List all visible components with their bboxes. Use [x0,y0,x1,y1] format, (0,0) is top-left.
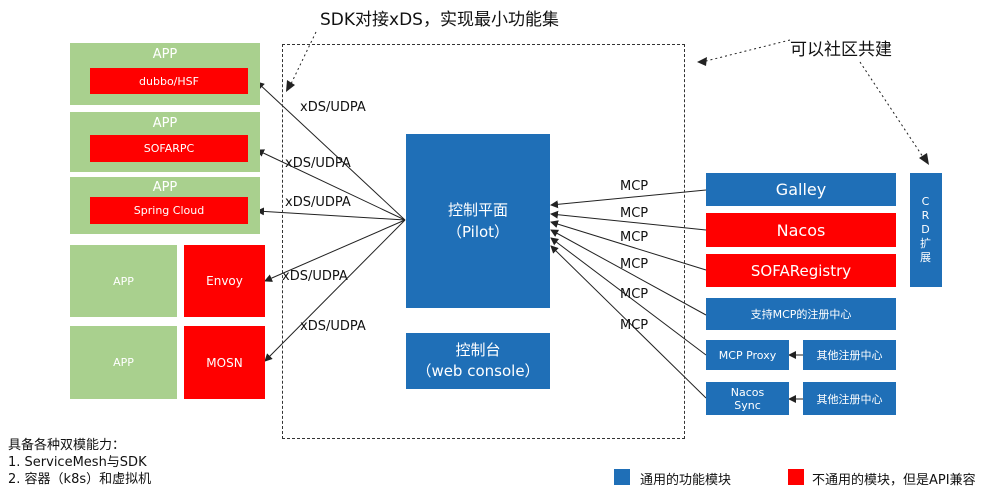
crd-extension: CRD扩展 [910,173,942,287]
web-console: 控制台 （web console） [406,333,550,389]
notes-heading: 具备各种双模能力： [8,438,126,453]
legend-swatch-uncommon [788,469,804,485]
mcp-arrow-galley [550,189,707,209]
callout-arrowhead-community [697,57,707,66]
callout-community: 可以社区共建 [790,40,892,60]
mcp-arrow-nacos [550,210,707,231]
registry-other-1: 其他注册中心 [803,340,896,370]
mcp-label-1: MCP [620,179,649,194]
xds-label-4: xDS/UDPA [282,269,348,284]
registry-other-2: 其他注册中心 [803,382,896,415]
notes-item-2: 2. 容器（k8s）和虚拟机 [8,472,152,487]
xds-label-2: xDS/UDPA [285,156,351,171]
callout-line-community-crd [859,61,926,161]
app-label: APP [152,47,178,62]
mcp-arrow-mcp-registry [550,229,707,316]
app-label: APP [152,116,178,131]
control-plane-title: 控制平面 [447,201,508,219]
client-spring-cloud: Spring Cloud [90,197,248,224]
registry-mcp-enabled: 支持MCP的注册中心 [706,298,896,330]
mcp-label-3: MCP [620,230,649,245]
client-sofarpc: SOFARPC [90,135,248,162]
mcp-label-2: MCP [620,206,649,221]
mcp-arrow-nacos-sync [550,245,707,399]
registry-nacos: Nacos [706,213,896,247]
mcp-arrow-mcp-proxy [550,237,707,356]
xds-arrow-sofarpc [256,149,406,221]
notes-item-1: 1. ServiceMesh与SDK [8,455,147,470]
app-label: APP [152,180,178,195]
callout-line-community-left [701,39,791,63]
xds-label-5: xDS/UDPA [300,319,366,334]
registry-sofaregistry: SOFARegistry [706,254,896,287]
proxy-mosn: MOSN [184,326,265,399]
legend-swatch-common [614,469,630,485]
mcp-label-4: MCP [620,257,649,272]
mcp-arrow-sofaregistry [550,220,707,271]
callout-arrowhead-crd [919,153,929,165]
mesh-boundary [282,44,685,439]
control-plane-subtitle: （Pilot） [446,223,510,241]
xds-arrow-dubbo [256,81,406,221]
mcp-label-6: MCP [620,318,649,333]
xds-label-1: xDS/UDPA [300,100,366,115]
mcp-label-5: MCP [620,287,649,302]
xds-arrow-mosn [264,219,406,362]
web-console-subtitle: （web console） [416,362,540,380]
proxy-envoy: Envoy [184,245,265,317]
legend-label-common: 通用的功能模块 [640,473,732,488]
web-console-title: 控制台 [455,341,501,359]
app-box-mosn: APP [70,326,177,399]
xds-label-3: xDS/UDPA [285,195,351,210]
legend-label-uncommon: 不通用的模块，但是API兼容 [812,473,976,488]
callout-sdk: SDK对接xDS，实现最小功能集 [320,10,559,30]
registry-nacos-sync: Nacos Sync [706,382,789,415]
registry-mcp-proxy: MCP Proxy [706,340,789,370]
callout-arrowhead-sdk [286,80,295,92]
control-plane-pilot: 控制平面 （Pilot） [406,134,550,308]
client-dubbo-hsf: dubbo/HSF [90,68,248,94]
xds-arrow-springcloud [256,207,406,221]
app-box-envoy: APP [70,245,177,317]
xds-arrow-envoy [264,219,406,282]
registry-galley: Galley [706,173,896,206]
